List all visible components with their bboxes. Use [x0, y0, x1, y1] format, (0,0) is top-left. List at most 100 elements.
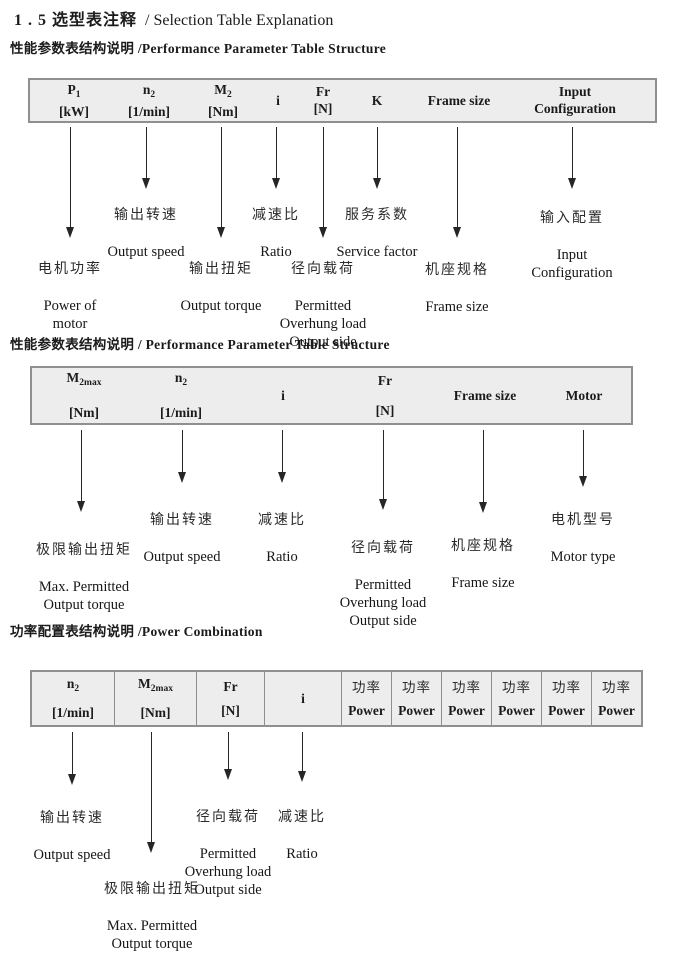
down-arrow-icon — [373, 127, 381, 189]
label-ratio: 减速比 Ratio — [258, 494, 306, 584]
down-arrow-icon — [319, 127, 327, 238]
table1-col-k: K — [372, 80, 383, 121]
table2-col-frame-size: Frame size — [454, 368, 517, 423]
down-arrow-icon — [224, 732, 232, 780]
power-cn: 功率 — [402, 679, 431, 695]
col-symbol: i — [276, 92, 280, 108]
label-output-speed: 输出转速 Output speed — [34, 792, 111, 882]
down-arrow-icon — [147, 732, 155, 853]
table3-col-power-4: 功率 Power — [492, 672, 542, 725]
down-arrow-icon — [217, 127, 225, 238]
power-cn: 功率 — [352, 679, 381, 695]
label-ratio: 减速比 Ratio — [252, 189, 300, 279]
label-en: Frame size — [425, 299, 489, 315]
label-cn: 电机功率 — [38, 262, 102, 277]
col-symbol: Fr — [377, 372, 393, 388]
table2-col-n2: n2 [1/min] — [160, 368, 202, 423]
col-symbol: Fr — [223, 678, 238, 694]
table1-col-frame-size: Frame size — [428, 80, 491, 121]
label-cn: 机座规格 — [451, 539, 515, 554]
label-cn: 输入配置 — [539, 211, 604, 226]
col-subscript: 2 — [150, 89, 156, 100]
label-en: Output speed — [33, 847, 111, 863]
col-symbol: Frame size — [427, 92, 491, 108]
table3-col-i: i — [265, 672, 342, 725]
table3-col-n2: n2 [1/min] — [32, 672, 115, 725]
label-output-speed: 输出转速 Output speed — [144, 494, 221, 584]
label-en: Output speed — [143, 549, 221, 565]
label-en: Max. Permitted Output torque — [106, 918, 198, 952]
label-frame-size: 机座规格 Frame size — [451, 520, 515, 610]
table3-col-power-6: 功率 Power — [592, 672, 641, 725]
down-arrow-icon — [568, 127, 576, 189]
page-title: 1 . 5 选型表注释 / Selection Table Explanatio… — [14, 6, 333, 30]
label-overhung-load: 径向载荷 Permitted Overhung load Output side — [185, 791, 272, 917]
label-cn: 减速比 — [278, 810, 326, 825]
label-motor-type: 电机型号 Motor type — [551, 494, 616, 584]
table3-col-fr: Fr [N] — [197, 672, 265, 725]
section3-heading: 功率配置表结构说明 /Power Combination — [10, 624, 263, 639]
label-ratio: 减速比 Ratio — [278, 791, 326, 881]
label-cn: 减速比 — [258, 513, 306, 528]
table1-col-n2: n2 [1/min] — [128, 80, 170, 121]
col-symbol: K — [371, 92, 383, 108]
col-unit: [N] — [375, 402, 395, 418]
label-en: Permitted Overhung load Output side — [279, 298, 367, 350]
label-en: Output speed — [107, 244, 185, 260]
table1-performance-header: P1 [kW] n2 [1/min] M2 [Nm] i Fr [N] K Fr… — [28, 78, 657, 123]
label-output-speed: 输出转速 Output speed — [108, 189, 185, 279]
down-arrow-icon — [178, 430, 186, 483]
label-en: Ratio — [266, 549, 298, 565]
section1-heading: 性能参数表结构说明 /Performance Parameter Table S… — [10, 41, 387, 56]
col-subscript: 1 — [75, 89, 81, 100]
power-en: Power — [498, 702, 535, 718]
label-en: Ratio — [286, 846, 318, 862]
power-cn: 功率 — [552, 679, 581, 695]
down-arrow-icon — [278, 430, 286, 483]
page-title-en: / Selection Table Explanation — [145, 12, 334, 29]
label-en: Ratio — [260, 244, 292, 260]
col-unit: [Nm] — [68, 405, 99, 420]
label-en: Output torque — [180, 298, 262, 314]
col-symbol: n — [174, 370, 183, 385]
table2-col-m2max: M2max [Nm] — [67, 368, 102, 423]
table3-power-combination-header: n2 [1/min] M2max [Nm] Fr [N] i 功率 Power … — [30, 670, 643, 727]
label-cn: 输出转速 — [113, 208, 178, 223]
col-unit: [kW] — [59, 103, 89, 119]
label-overhung-load: 径向载荷 Permitted Overhung load Output side — [340, 522, 427, 648]
table3-col-power-1: 功率 Power — [342, 672, 392, 725]
down-arrow-icon — [579, 430, 587, 487]
col-symbol: n — [66, 676, 75, 691]
label-cn: 径向载荷 — [290, 262, 355, 277]
power-en: Power — [348, 702, 385, 718]
col-symbol: Motor — [565, 387, 603, 403]
section2-heading: 性能参数表结构说明 / Performance Parameter Table … — [10, 337, 390, 352]
label-cn: 服务系数 — [344, 208, 409, 223]
col-unit: [1/min] — [128, 103, 170, 119]
table1-col-input-configuration: Input Configuration — [534, 80, 616, 121]
col-unit: Configuration — [534, 101, 616, 116]
down-arrow-icon — [68, 732, 76, 785]
col-subscript: 2 — [74, 684, 80, 694]
down-arrow-icon — [479, 430, 487, 513]
table1-col-m2: M2 [Nm] — [208, 80, 238, 121]
label-cn: 减速比 — [252, 208, 300, 223]
col-subscript: 2 — [182, 378, 188, 388]
power-en: Power — [398, 702, 435, 718]
table2-col-i: i — [281, 368, 285, 423]
down-arrow-icon — [272, 127, 280, 189]
col-symbol: i — [301, 690, 305, 706]
label-cn: 输出转速 — [149, 513, 214, 528]
label-cn: 机座规格 — [425, 263, 489, 278]
down-arrow-icon — [66, 127, 74, 238]
label-output-torque: 输出扭矩 Output torque — [181, 243, 262, 333]
label-cn: 电机型号 — [551, 513, 615, 528]
down-arrow-icon — [77, 430, 85, 512]
col-symbol: Fr — [315, 84, 331, 99]
label-en: Motor type — [550, 549, 616, 565]
page-title-number-cn: 1 . 5 选型表注释 — [14, 12, 138, 29]
col-subscript: 2 — [227, 89, 232, 100]
power-cn: 功率 — [502, 679, 531, 695]
col-symbol: M — [214, 81, 227, 97]
col-unit: [1/min] — [160, 405, 202, 420]
